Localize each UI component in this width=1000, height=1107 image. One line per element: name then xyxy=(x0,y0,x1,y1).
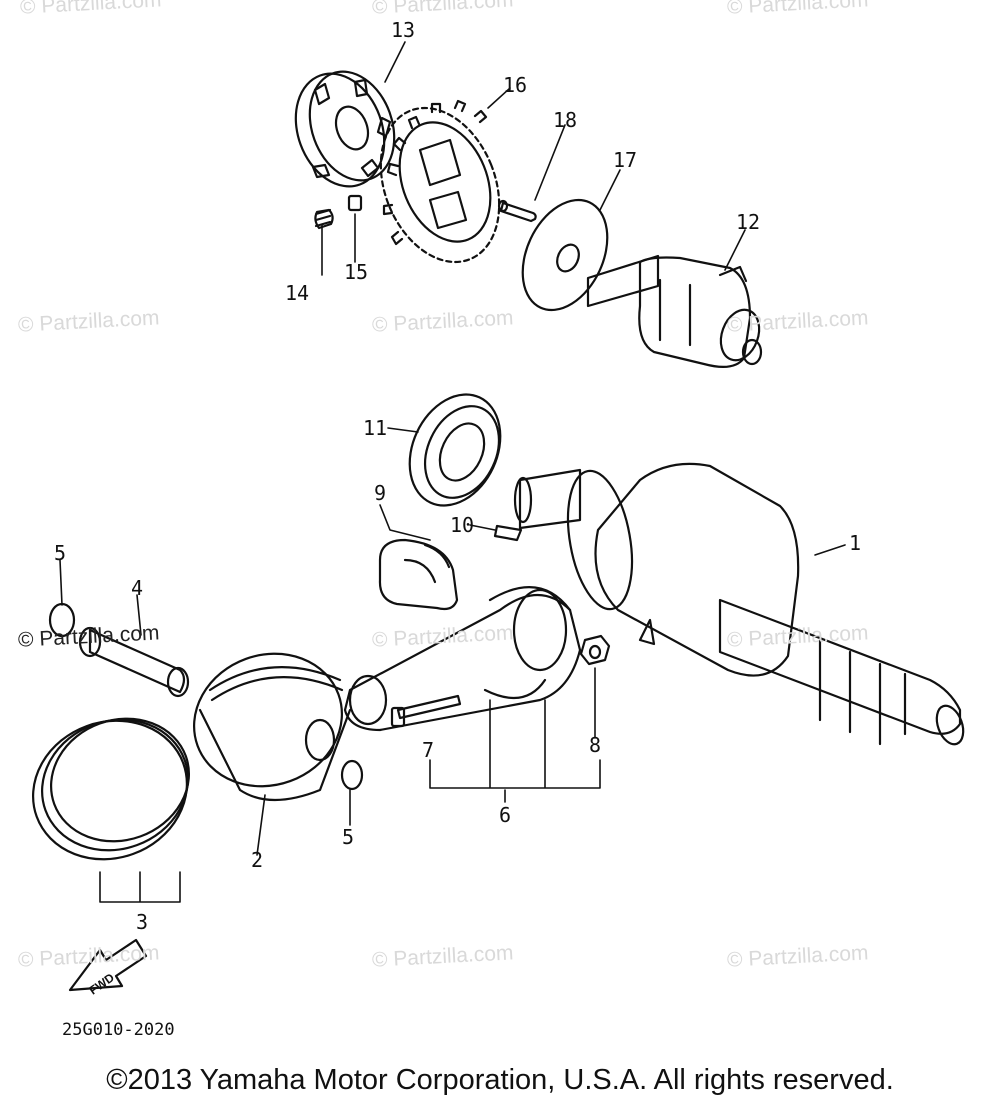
leader-lines xyxy=(59,41,846,903)
part-9-bearings xyxy=(378,538,459,611)
copyright-notice: ©2013 Yamaha Motor Corporation, U.S.A. A… xyxy=(106,1064,894,1096)
part-4-piston-pin xyxy=(78,626,190,698)
callout-18: 18 xyxy=(552,108,578,132)
part-8-nut xyxy=(579,634,611,666)
callout-6: 6 xyxy=(498,803,512,827)
callout-10: 10 xyxy=(449,513,475,537)
callout-9: 9 xyxy=(373,481,387,505)
part-11-oil-seal xyxy=(408,393,502,507)
callout-11: 11 xyxy=(362,416,388,440)
callout-5: 5 xyxy=(341,825,355,849)
part-17-plate xyxy=(521,198,609,312)
callout-13: 13 xyxy=(390,18,416,42)
callout-5: 5 xyxy=(53,541,67,565)
part-18-dowel xyxy=(497,199,537,223)
part-16-gear xyxy=(379,99,501,264)
part-5-clip-lower xyxy=(340,759,364,791)
callout-2: 2 xyxy=(250,848,264,872)
callout-8: 8 xyxy=(588,733,602,757)
callout-14: 14 xyxy=(284,281,310,305)
part-7-bolt xyxy=(390,694,462,728)
part-1-crankshaft xyxy=(513,462,965,746)
callout-16: 16 xyxy=(502,73,528,97)
callout-1: 1 xyxy=(848,531,862,555)
callout-17: 17 xyxy=(612,148,638,172)
callout-7: 7 xyxy=(421,738,435,762)
part-6-connecting-rod xyxy=(343,586,582,732)
part-10-key xyxy=(493,524,523,542)
diagram-code: 25G010-2020 xyxy=(62,1020,175,1040)
part-14-spring xyxy=(314,208,334,230)
part-12-balancer-shaft xyxy=(586,254,763,369)
callout-4: 4 xyxy=(130,576,144,600)
callout-12: 12 xyxy=(735,210,761,234)
callout-3: 3 xyxy=(135,910,149,934)
callout-15: 15 xyxy=(343,260,369,284)
fwd-arrow xyxy=(68,938,148,992)
part-15-pin xyxy=(347,194,363,212)
part-3-piston-rings xyxy=(32,717,191,861)
part-2-piston xyxy=(192,652,352,802)
